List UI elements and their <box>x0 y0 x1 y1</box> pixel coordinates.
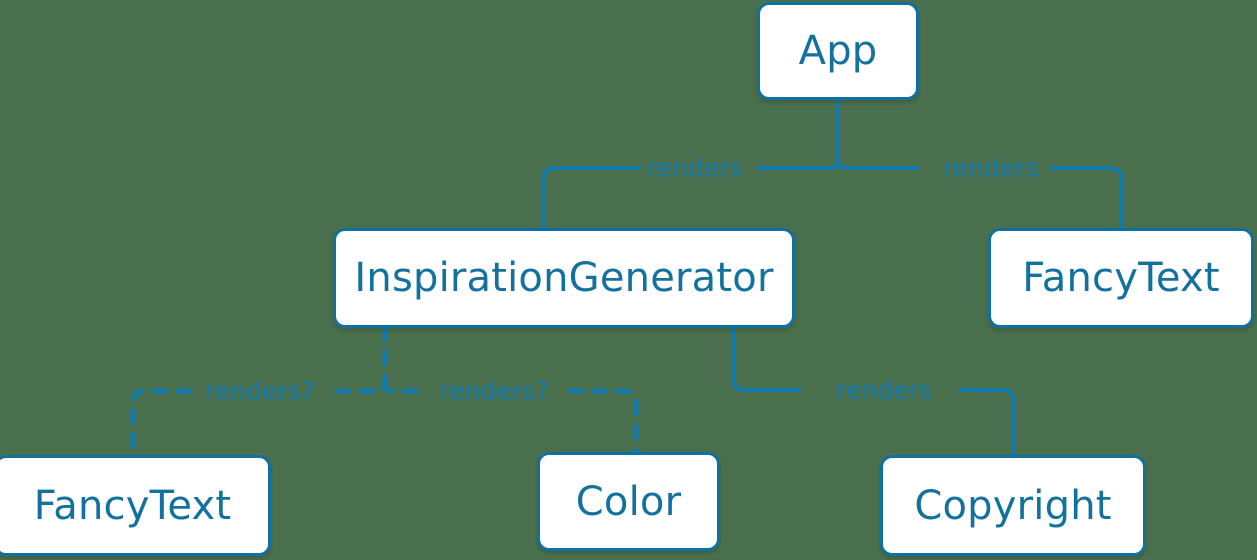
edge-inspiration-color-lower <box>567 388 639 455</box>
edge-inspiration-fancytext-lower <box>130 388 193 458</box>
edge-label-inspiration-fancytext: renders? <box>205 376 315 406</box>
edge-inspiration-fancytext-upper <box>327 325 388 394</box>
edge-app-inspiration-upper <box>756 98 840 170</box>
node-fancytext-bottom[interactable]: FancyText <box>0 455 271 556</box>
node-copyright[interactable]: Copyright <box>880 455 1146 556</box>
node-fancytext-right-label: FancyText <box>1022 255 1220 301</box>
node-color-label: Color <box>575 478 682 525</box>
node-app-label: App <box>798 28 878 74</box>
node-copyright-label: Copyright <box>914 482 1112 529</box>
edge-label-inspiration-color: renders? <box>439 376 549 406</box>
node-fancytext-bottom-label: FancyText <box>33 482 232 529</box>
edge-label-inspiration-copyright: renders <box>835 375 933 405</box>
edge-inspiration-copyright-left <box>731 326 802 392</box>
edge-app-fancytext-upper <box>836 158 920 170</box>
edge-label-app-inspiration: renders <box>646 153 744 183</box>
node-app[interactable]: App <box>757 2 919 100</box>
edge-inspiration-color-upper <box>382 380 421 394</box>
edge-app-inspiration-lower <box>542 166 642 230</box>
node-inspirationgenerator[interactable]: InspirationGenerator <box>333 228 795 328</box>
node-fancytext-right[interactable]: FancyText <box>988 228 1254 328</box>
node-color[interactable]: Color <box>537 452 720 551</box>
node-inspirationgenerator-label: InspirationGenerator <box>354 255 774 301</box>
edge-label-app-fancytext: renders <box>942 153 1040 183</box>
edge-app-fancytext-lower <box>1050 166 1124 230</box>
edge-inspiration-copyright-right <box>958 388 1016 457</box>
